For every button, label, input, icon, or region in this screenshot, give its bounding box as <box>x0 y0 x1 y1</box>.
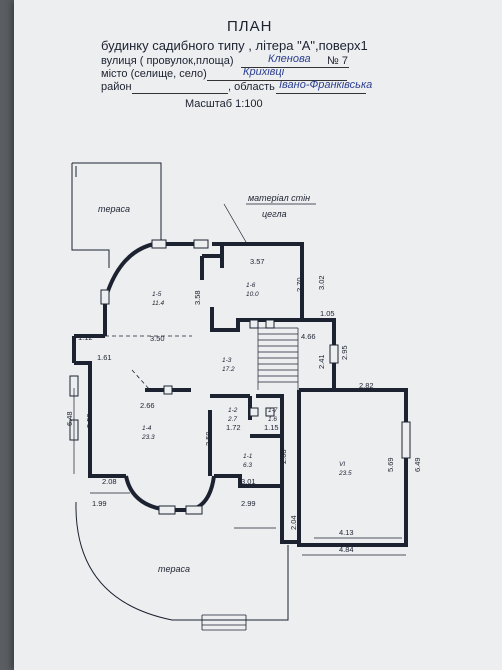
scale-label: Масштаб 1:100 <box>185 98 263 110</box>
room-1-2-id: 1-2 <box>228 407 238 414</box>
dim-18: 3.59 <box>204 431 213 446</box>
room-vi-id: VI <box>339 461 345 468</box>
room-1-1-id: 1-1 <box>243 453 253 460</box>
dim-1: 3.57 <box>250 257 265 266</box>
terrace-bottom-label: тераса <box>158 564 190 574</box>
dim-19: 2.08 <box>279 449 288 464</box>
dim-3: 2.70 <box>295 277 304 292</box>
city-value: Крихівці <box>243 66 285 78</box>
dim-5: 1.05 <box>320 309 335 318</box>
dim-26: 2.04 <box>289 515 298 530</box>
terrace-top-label: тераса <box>98 204 130 214</box>
dim-21: 6.49 <box>413 457 422 472</box>
dim-8: 1.12 <box>78 333 93 342</box>
dim-25: 2.99 <box>241 499 256 508</box>
street-label: вулиця ( провулок,площа) <box>101 55 234 67</box>
dim-13: 6.48 <box>65 411 74 426</box>
room-1-2-area: 2.7 <box>227 416 237 423</box>
room-1-4-id: 1-4 <box>142 425 152 432</box>
document-subtitle: будинку садибного типу , літера "А",пове… <box>101 38 368 53</box>
dim-15: 2.66 <box>140 401 155 410</box>
room-vi-area: 23.5 <box>338 470 352 477</box>
dim-6: 4.66 <box>301 332 316 341</box>
dim-4: 3.58 <box>193 290 202 305</box>
room-1-6-id: 1-6 <box>246 282 256 289</box>
city-label: місто (селище, село) <box>101 68 207 80</box>
floor-plan-drawing: 3.57 3.02 2.70 3.58 1.05 4.66 3.50 1.12 … <box>65 162 422 631</box>
room-1-3-id: 1-3 <box>222 357 232 364</box>
region-label: , область <box>228 81 275 93</box>
street-value: Кленова <box>268 53 311 65</box>
dim-10: 2.41 <box>317 354 326 369</box>
house-number: № 7 <box>327 55 348 67</box>
wall-material-label: матеріал стін <box>248 193 310 203</box>
dim-22: 2.08 <box>102 477 117 486</box>
dim-23: 3.01 <box>241 477 256 486</box>
dim-11: 2.95 <box>340 345 349 360</box>
room-1-1-area: 6.3 <box>243 462 252 469</box>
dim-17: 1.15 <box>264 423 279 432</box>
dim-28: 4.84 <box>339 545 354 554</box>
document-title: ПЛАН <box>227 18 273 35</box>
room-1-5-area: 11.4 <box>152 300 165 307</box>
room-1-7-id: 1-7 <box>268 407 278 414</box>
wall-material-value: цегла <box>262 209 287 219</box>
dim-20: 5.69 <box>386 457 395 472</box>
dim-16: 1.72 <box>226 423 241 432</box>
room-1-6-area: 10.0 <box>246 291 259 298</box>
dim-9: 1.61 <box>97 353 112 362</box>
room-1-5-id: 1-5 <box>152 291 162 298</box>
dim-12: 2.82 <box>359 381 374 390</box>
room-1-4-area: 23.3 <box>141 434 155 441</box>
dim-7: 3.50 <box>150 334 165 343</box>
district-label: район <box>101 81 132 93</box>
plan-sheet: ПЛАН будинку садибного типу , літера "А"… <box>14 0 502 670</box>
dim-27: 4.13 <box>339 528 354 537</box>
room-1-7-area: 1.6 <box>268 416 277 423</box>
dim-24: 1.99 <box>92 499 107 508</box>
dim-2: 3.02 <box>317 275 326 290</box>
region-value: Івано-Франківська <box>279 79 373 91</box>
room-1-3-area: 17.2 <box>222 366 235 373</box>
dim-14: 5.52 <box>85 413 94 428</box>
